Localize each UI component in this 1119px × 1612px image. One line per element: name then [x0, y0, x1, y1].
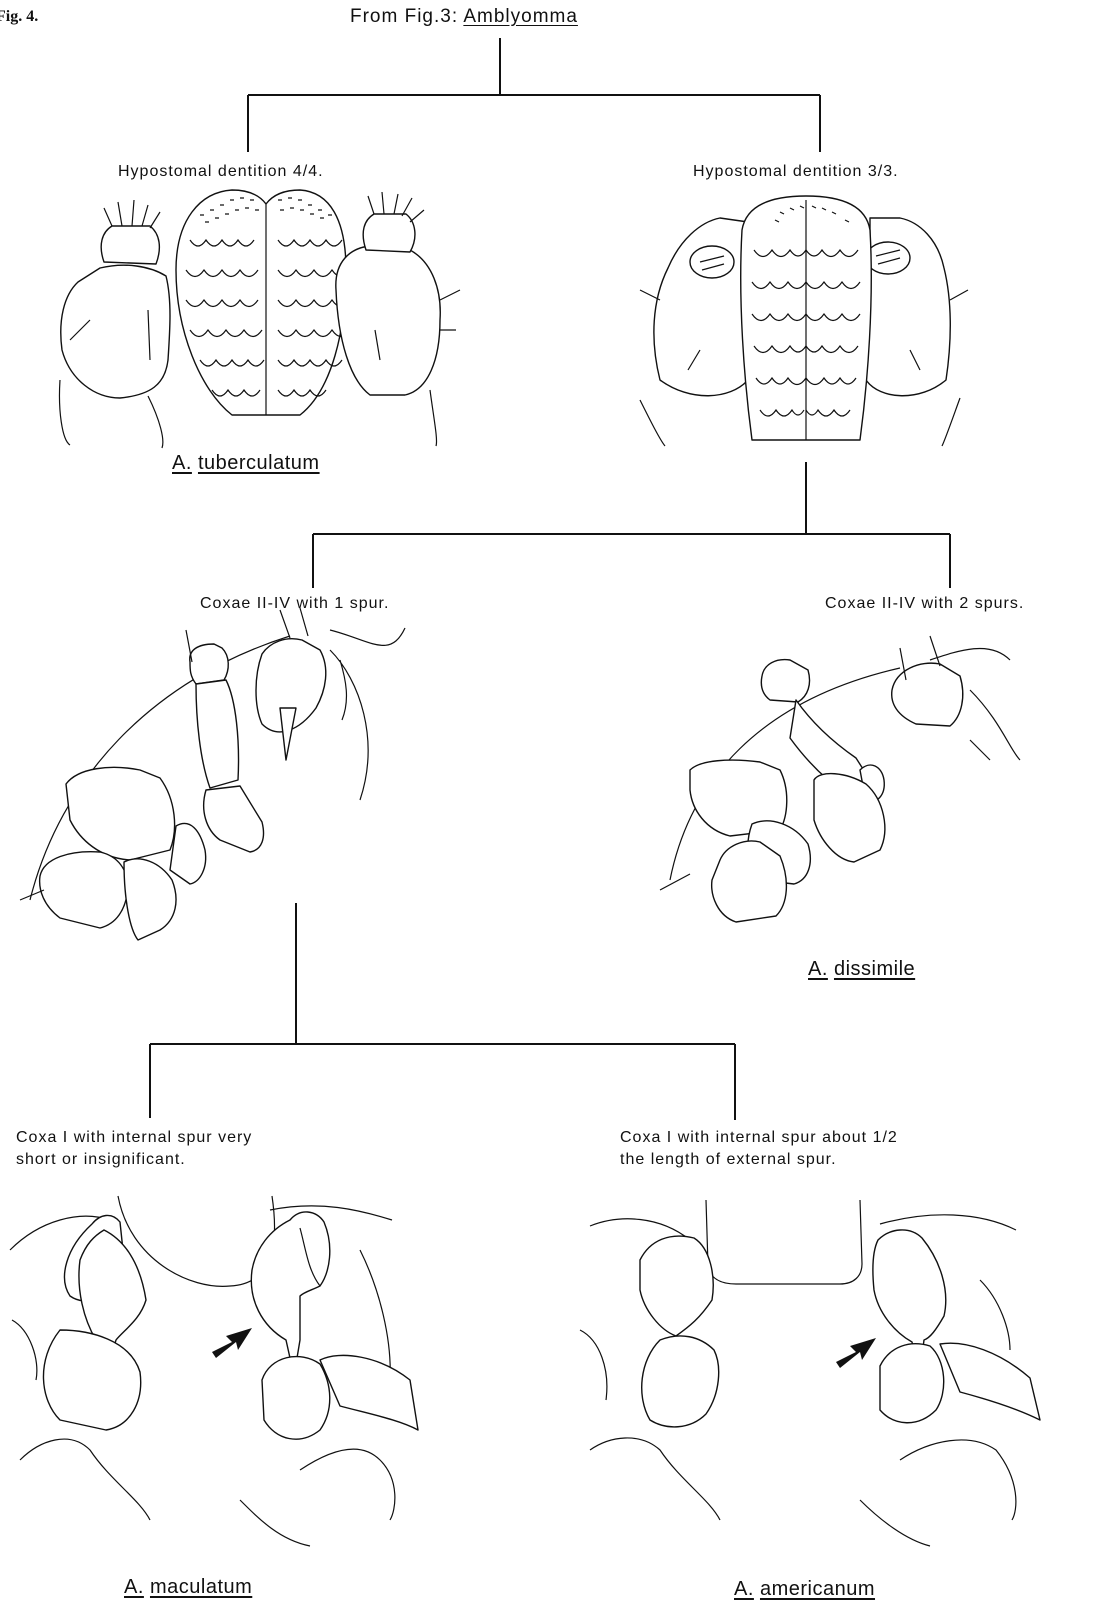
species-epithet: americanum — [760, 1578, 875, 1600]
species-americanum: A. americanum — [734, 1578, 875, 1601]
genus-abbr: A. — [734, 1578, 754, 1600]
